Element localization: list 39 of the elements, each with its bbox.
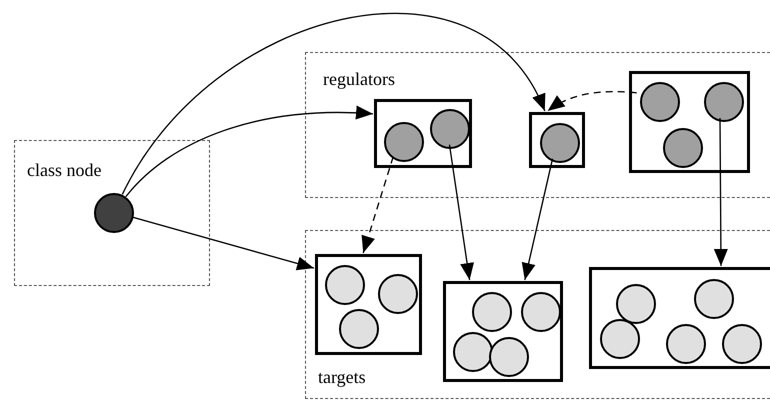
circle-node (339, 309, 379, 349)
circle-node (704, 82, 744, 122)
dashed-group-box (14, 140, 210, 286)
circle-node (666, 324, 706, 364)
circle-node (378, 274, 418, 314)
dashed-arrow (362, 156, 394, 254)
circle-node (94, 193, 134, 233)
circle-node (722, 324, 762, 364)
arrow (448, 144, 474, 280)
arrow (522, 158, 554, 280)
circle-node (640, 82, 680, 122)
circle-node (600, 319, 640, 359)
arrow (132, 216, 314, 270)
arrow (122, 13, 546, 195)
dashed-arrow (547, 90, 637, 112)
group-label: class node (27, 161, 102, 179)
circle-node (540, 123, 580, 163)
circle-node (694, 279, 734, 319)
circle-node (616, 284, 656, 324)
arrow (125, 106, 374, 198)
group-label: regulators (323, 70, 395, 88)
circle-node (472, 292, 512, 332)
container-box (629, 71, 750, 173)
container-box (443, 281, 563, 382)
circle-node (430, 109, 470, 149)
dashed-group-box (305, 52, 770, 198)
group-label: targets (318, 368, 366, 386)
circle-node (663, 128, 703, 168)
arrow (714, 118, 728, 266)
circle-node (325, 265, 365, 305)
container-box (374, 99, 472, 168)
container-box (589, 267, 770, 369)
circle-node (453, 332, 493, 372)
container-box (529, 112, 585, 168)
circle-node (521, 292, 561, 332)
container-box (315, 254, 422, 355)
circle-node (384, 122, 424, 162)
dashed-group-box (305, 230, 770, 399)
circle-node (489, 337, 529, 377)
